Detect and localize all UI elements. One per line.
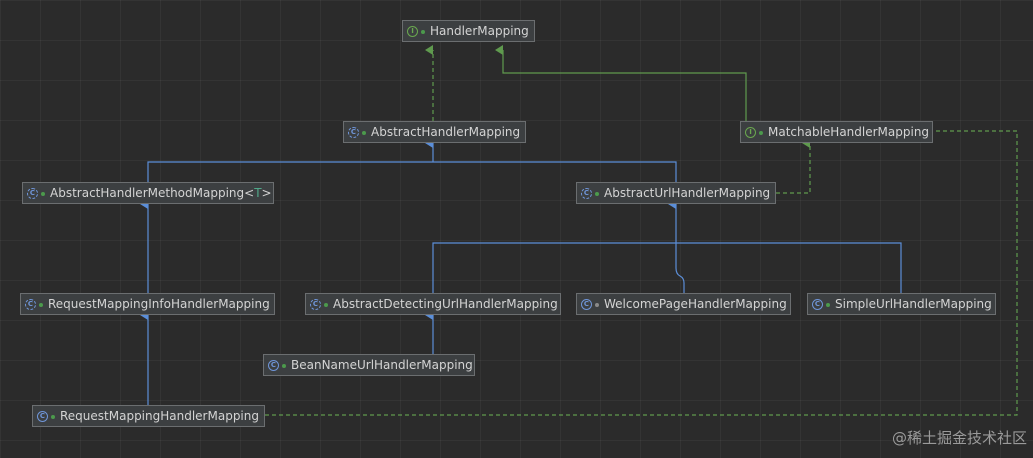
node-request-mapping-info-handler-mapping[interactable]: C RequestMappingInfoHandlerMapping — [20, 293, 275, 315]
edge-auhm-implements-mhm — [776, 138, 811, 194]
node-abstract-handler-mapping[interactable]: C AbstractHandlerMapping — [343, 121, 526, 143]
public-visibility-icon — [595, 192, 599, 196]
node-label: AbstractDetectingUrlHandlerMapping — [333, 297, 558, 311]
class-icon: C — [812, 298, 823, 310]
public-visibility-icon — [282, 364, 286, 368]
node-label: BeanNameUrlHandlerMapping — [291, 358, 473, 372]
node-label: RequestMappingHandlerMapping — [60, 409, 259, 423]
node-label: AbstractUrlHandlerMapping — [604, 186, 771, 200]
package-private-visibility-icon — [595, 303, 599, 307]
node-label-name: AbstractHandlerMethodMapping< — [50, 186, 255, 200]
node-label: RequestMappingInfoHandlerMapping — [48, 297, 270, 311]
edge-wphm-extends-auhm — [675, 243, 685, 293]
public-visibility-icon — [41, 192, 45, 196]
public-visibility-icon — [826, 303, 830, 307]
public-visibility-icon — [324, 303, 328, 307]
edge-suhm-extends-auhm — [676, 242, 902, 293]
node-abstract-detecting-url-handler-mapping[interactable]: C AbstractDetectingUrlHandlerMapping — [305, 293, 561, 315]
class-icon: C — [581, 298, 592, 310]
interface-icon: I — [407, 25, 418, 37]
edge-aduhm-extends-auhm — [432, 242, 676, 293]
abstract-class-icon: C — [27, 187, 38, 199]
edge-rmhm-implements-mhm — [265, 126, 1018, 416]
node-matchable-handler-mapping[interactable]: I MatchableHandlerMapping — [740, 121, 933, 143]
type-parameter: T — [254, 186, 262, 200]
abstract-class-icon: C — [310, 298, 321, 310]
class-icon: C — [268, 359, 279, 371]
node-welcome-page-handler-mapping[interactable]: C WelcomePageHandlerMapping — [576, 293, 791, 315]
node-abstract-url-handler-mapping[interactable]: C AbstractUrlHandlerMapping — [576, 182, 776, 204]
public-visibility-icon — [759, 131, 763, 135]
abstract-class-icon: C — [348, 126, 359, 138]
edge-auhm-extends-ahm — [433, 161, 677, 182]
node-label: AbstractHandlerMapping — [371, 125, 521, 139]
node-simple-url-handler-mapping[interactable]: C SimpleUrlHandlerMapping — [807, 293, 996, 315]
abstract-class-icon: C — [25, 298, 36, 310]
node-handler-mapping[interactable]: I HandlerMapping — [402, 20, 535, 42]
watermark: @稀土掘金技术社区 — [891, 429, 1027, 447]
interface-icon: I — [745, 126, 756, 138]
public-visibility-icon — [362, 131, 366, 135]
node-bean-name-url-handler-mapping[interactable]: C BeanNameUrlHandlerMapping — [263, 354, 475, 376]
node-label: WelcomePageHandlerMapping — [604, 297, 787, 311]
public-visibility-icon — [51, 415, 55, 419]
node-abstract-handler-method-mapping[interactable]: C AbstractHandlerMethodMapping<T> — [22, 182, 274, 204]
public-visibility-icon — [39, 303, 43, 307]
abstract-class-icon: C — [581, 187, 592, 199]
node-label: HandlerMapping — [430, 24, 529, 38]
public-visibility-icon — [421, 30, 425, 34]
class-icon: C — [37, 410, 48, 422]
node-label: MatchableHandlerMapping — [768, 125, 930, 139]
node-label: SimpleUrlHandlerMapping — [835, 297, 992, 311]
node-request-mapping-handler-mapping[interactable]: C RequestMappingHandlerMapping — [32, 405, 265, 427]
node-label: AbstractHandlerMethodMapping<T> — [50, 183, 272, 203]
node-label-suffix: > — [261, 186, 272, 200]
edge-ahmm-extends-ahm — [147, 161, 433, 182]
edge-mhm-extends-hm — [495, 45, 747, 121]
